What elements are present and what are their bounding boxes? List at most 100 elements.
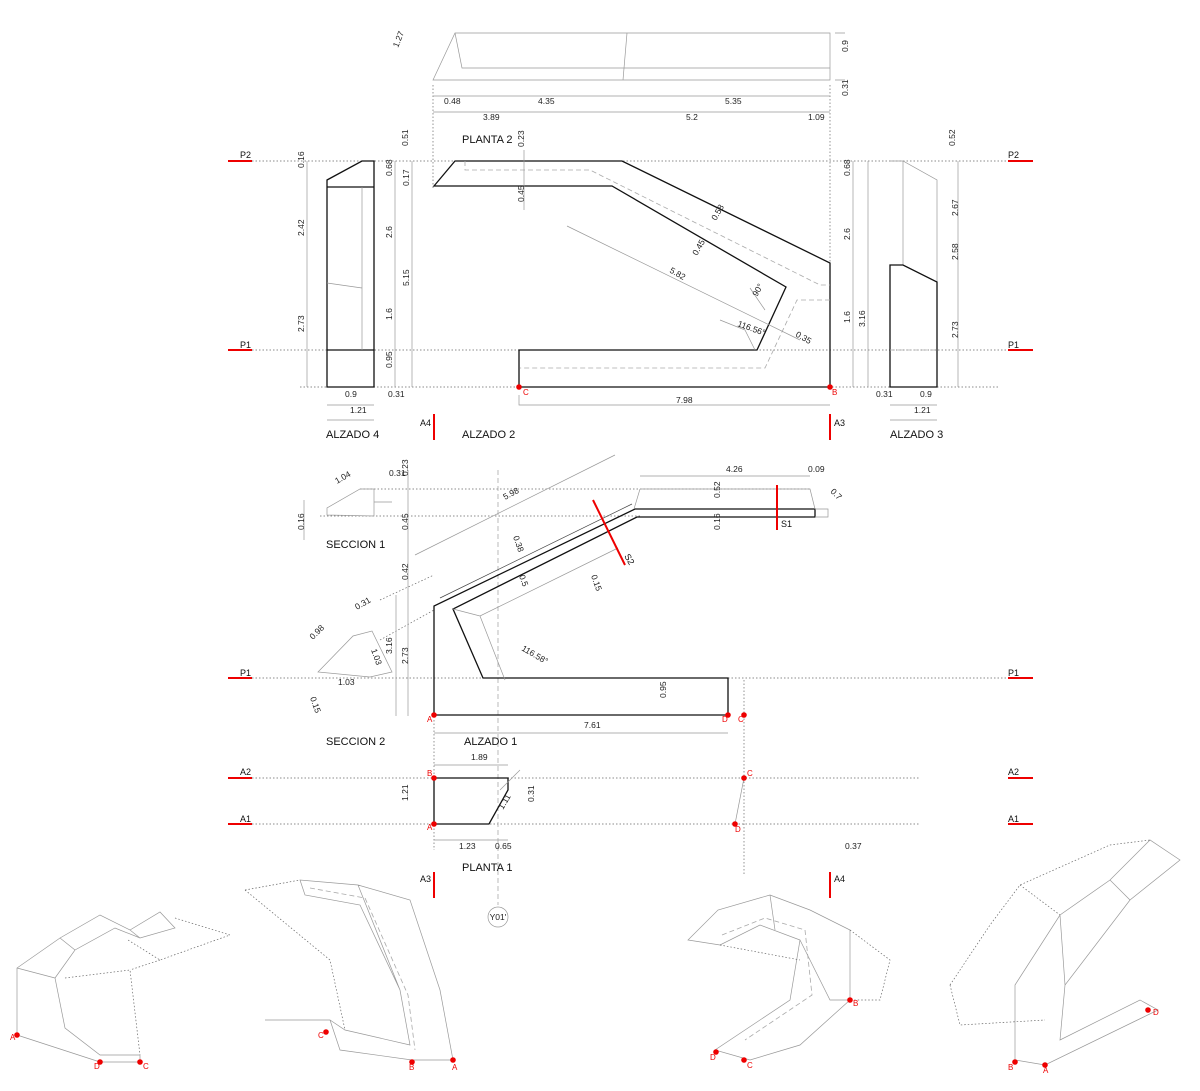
dimension-label: 1.23 xyxy=(459,841,476,851)
reference-point-marker xyxy=(847,997,853,1003)
cut-mark-label: A4 xyxy=(420,418,431,428)
dimension-label: 0.5 xyxy=(517,573,531,588)
dimension-label: 3.16 xyxy=(857,310,867,327)
dimension-label: 0.17 xyxy=(401,169,411,186)
view-title-alzado-4: ALZADO 4 xyxy=(326,429,379,441)
dimension-label: 0.23 xyxy=(400,459,410,476)
planta-1-drawing xyxy=(433,764,745,928)
reference-point-marker xyxy=(431,775,437,781)
point-label: A xyxy=(1043,1066,1049,1075)
reference-point-marker xyxy=(450,1057,456,1063)
point-label: B xyxy=(1008,1063,1013,1072)
reference-point-marker xyxy=(431,712,437,718)
point-label: A xyxy=(10,1033,16,1042)
point-label: A xyxy=(427,715,433,724)
view-title-seccion-2: SECCION 2 xyxy=(326,736,385,748)
point-label: B xyxy=(427,769,432,778)
dimension-label: 1.04 xyxy=(333,469,353,486)
point-label: C xyxy=(318,1031,324,1040)
cut-mark-label: A3 xyxy=(420,874,431,884)
dimension-label: 5.35 xyxy=(725,96,742,106)
point-label: A xyxy=(452,1063,458,1072)
cut-mark-label: A3 xyxy=(834,418,845,428)
reference-point-marker xyxy=(516,384,522,390)
dimension-label: 0.31 xyxy=(876,389,893,399)
dimension-label: 0.16 xyxy=(712,513,722,530)
point-label: D xyxy=(94,1062,100,1071)
level-label: A1 xyxy=(1008,814,1019,824)
reference-point-marker xyxy=(1042,1062,1048,1068)
level-label: A1 xyxy=(240,814,251,824)
dimension-label: 0.31 xyxy=(353,595,373,612)
dimension-label: 2.73 xyxy=(296,315,306,332)
point-label: A xyxy=(427,823,433,832)
section-cut-label: S2 xyxy=(622,552,636,567)
dimension-label: 1.6 xyxy=(842,311,852,323)
reference-point-marker xyxy=(741,775,747,781)
point-label: C xyxy=(738,715,744,724)
level-label: P1 xyxy=(1008,668,1019,678)
axis-label: Y01' xyxy=(490,912,507,922)
reference-point-marker xyxy=(14,1032,20,1038)
point-label: D xyxy=(722,715,728,724)
dimension-label: 0.98 xyxy=(307,622,326,641)
dimension-label: 2.67 xyxy=(950,199,960,216)
point-label: B xyxy=(853,999,858,1008)
alzado-2-drawing xyxy=(394,150,831,406)
point-label: D xyxy=(1153,1008,1159,1017)
dimension-label: 0.51 xyxy=(400,129,410,146)
dimension-label: 0.68 xyxy=(384,159,394,176)
view-title-alzado-2: ALZADO 2 xyxy=(462,429,515,441)
dimension-label: 0.9 xyxy=(840,40,850,52)
dimension-label: 1.09 xyxy=(808,112,825,122)
dimension-label: 1.03 xyxy=(338,677,355,687)
dimension-label: 4.35 xyxy=(538,96,555,106)
dimension-label: 0.48 xyxy=(444,96,461,106)
dimension-label: 0.45 xyxy=(400,513,410,530)
reference-point-marker xyxy=(431,821,437,827)
dimension-label: 0.31 xyxy=(840,79,850,96)
reference-point-marker xyxy=(741,1057,747,1063)
dimension-label: 0.45 xyxy=(516,185,526,202)
dimension-label: 0.38 xyxy=(511,534,526,553)
alzado-3-drawing xyxy=(852,160,959,421)
reference-point-marker xyxy=(741,712,747,718)
dimension-label: 1.03 xyxy=(369,647,384,666)
reference-points xyxy=(14,384,1151,1068)
alzado-1-drawing xyxy=(414,454,829,734)
dimension-label: 2.42 xyxy=(296,219,306,236)
dimension-label: 0.52 xyxy=(947,129,957,146)
dimension-label: 0.09 xyxy=(808,464,825,474)
dimension-label: 0.52 xyxy=(712,481,722,498)
dimension-label: 5.98 xyxy=(501,485,521,502)
dimension-label: 0.31 xyxy=(526,785,536,802)
dimension-label: 7.61 xyxy=(584,720,601,730)
dimension-label: 0.31 xyxy=(389,468,406,478)
point-label: D xyxy=(735,825,741,834)
reference-point-marker xyxy=(1145,1007,1151,1013)
reference-point-marker xyxy=(409,1059,415,1065)
level-label: A2 xyxy=(1008,767,1019,777)
reference-point-marker xyxy=(713,1049,719,1055)
dimension-label: 0.65 xyxy=(495,841,512,851)
dimension-label: 1.6 xyxy=(384,308,394,320)
dimension-label: 3.16 xyxy=(384,637,394,654)
dimension-label: 2.73 xyxy=(950,321,960,338)
dimension-label: 1.11 xyxy=(496,792,513,811)
dimension-label: 1.21 xyxy=(350,405,367,415)
dimension-label: 0.9 xyxy=(920,389,932,399)
point-label: C xyxy=(747,1061,753,1070)
point-label: C xyxy=(523,388,529,397)
level-label: P2 xyxy=(240,150,251,160)
dimension-label: 1.21 xyxy=(400,784,410,801)
reference-point-marker xyxy=(827,384,833,390)
dimension-label: 2.6 xyxy=(384,226,394,238)
dimension-label: 0.37 xyxy=(845,841,862,851)
reference-point-marker xyxy=(1012,1059,1018,1065)
dimension-label: 0.7 xyxy=(829,486,845,502)
dimension-label: 5.2 xyxy=(686,112,698,122)
dimension-label: 0.16 xyxy=(296,513,306,530)
view-title-seccion-1: SECCION 1 xyxy=(326,539,385,551)
dimension-label: 0.68 xyxy=(842,159,852,176)
